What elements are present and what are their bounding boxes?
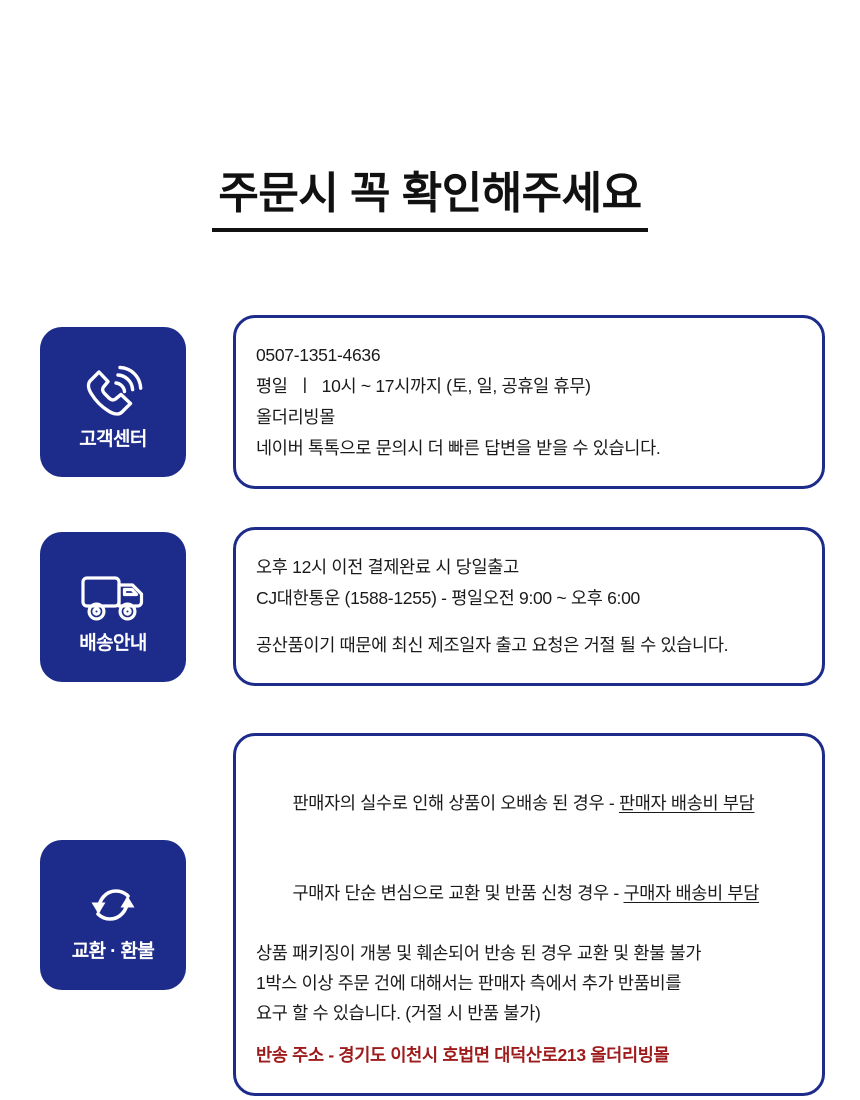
card-line-buyer-change-head: 구매자 단순 변심으로 교환 및 반품 신청 경우 - [292, 883, 624, 903]
card-exchange-refund: 판매자의 실수로 인해 상품이 오배송 된 경우 - 판매자 배송비 부담 구매… [233, 733, 825, 1096]
phone-ringing-icon [78, 362, 148, 424]
card-line-buyer-change: 구매자 단순 변심으로 교환 및 반품 신청 경우 - 구매자 배송비 부담 [256, 848, 804, 938]
delivery-truck-icon [78, 566, 148, 628]
card-line-bulk-order-cont: 요구 할 수 있습니다. (거절 시 반품 불가) [256, 1003, 541, 1023]
card-line-talk-note: 네이버 톡톡으로 문의시 더 빠른 답변을 받을 수 있습니다. [256, 438, 661, 458]
card-line-courier: CJ대한통운 (1588-1255) - 평일오전 9:00 ~ 오후 6:00 [256, 588, 640, 608]
card-customer-center: 0507-1351-4636 평일 ㅣ 10시 ~ 17시까지 (토, 일, 공… [233, 315, 825, 489]
card-line-hours: 평일 ㅣ 10시 ~ 17시까지 (토, 일, 공휴일 휴무) [256, 376, 591, 396]
card-line-seller-fault-emphasis: 판매자 배송비 부담 [618, 793, 755, 813]
icon-label-customer-center: 고객센터 [79, 428, 147, 450]
card-line-packaging: 상품 패키징이 개봉 및 훼손되어 반송 된 경우 교환 및 환불 불가 [256, 943, 702, 963]
icon-tile-exchange-refund: 교환 · 환불 [40, 839, 186, 990]
icon-label-shipping-info: 배송안내 [79, 633, 147, 654]
page-title: 주문시 꼭 확인해주세요 [212, 169, 648, 233]
card-line-buyer-change-emphasis: 구매자 배송비 부담 [623, 883, 760, 903]
card-line-bulk-order: 1박스 이상 주문 건에 대해서는 판매자 측에서 추가 반품비를 [256, 973, 682, 993]
card-shipping-info: 오후 12시 이전 결제완료 시 당일출고 CJ대한통운 (1588-1255)… [233, 527, 825, 686]
section-customer-center: 고객센터 0507-1351-4636 평일 ㅣ 10시 ~ 17시까지 (토,… [40, 315, 825, 489]
card-line-seller-fault-head: 판매자의 실수로 인해 상품이 오배송 된 경우 - [292, 793, 619, 813]
card-line-phone: 0507-1351-4636 [256, 345, 381, 365]
card-line-return-address: 반송 주소 - 경기도 이천시 호법면 대덕산로213 올더리빙몰 [256, 1045, 670, 1065]
exchange-arrows-icon [78, 874, 148, 936]
card-line-shop-name: 올더리빙몰 [256, 407, 335, 427]
card-line-seller-fault: 판매자의 실수로 인해 상품이 오배송 된 경우 - 판매자 배송비 부담 [256, 758, 804, 848]
card-line-mfg-note: 공산품이기 때문에 최신 제조일자 출고 요청은 거절 될 수 있습니다. [256, 635, 729, 655]
section-exchange-refund: 교환 · 환불 판매자의 실수로 인해 상품이 오배송 된 경우 - 판매자 배… [40, 733, 825, 1096]
card-line-gap [256, 614, 804, 630]
page-title-container: 주문시 꼭 확인해주세요 [0, 140, 860, 262]
section-shipping-info: 배송안내 오후 12시 이전 결제완료 시 당일출고 CJ대한통운 (1588-… [40, 527, 825, 686]
icon-tile-shipping-info: 배송안내 [40, 531, 186, 682]
card-line-same-day: 오후 12시 이전 결제완료 시 당일출고 [256, 557, 519, 577]
icon-tile-customer-center: 고객센터 [40, 327, 186, 477]
icon-label-exchange-refund: 교환 · 환불 [71, 941, 155, 962]
